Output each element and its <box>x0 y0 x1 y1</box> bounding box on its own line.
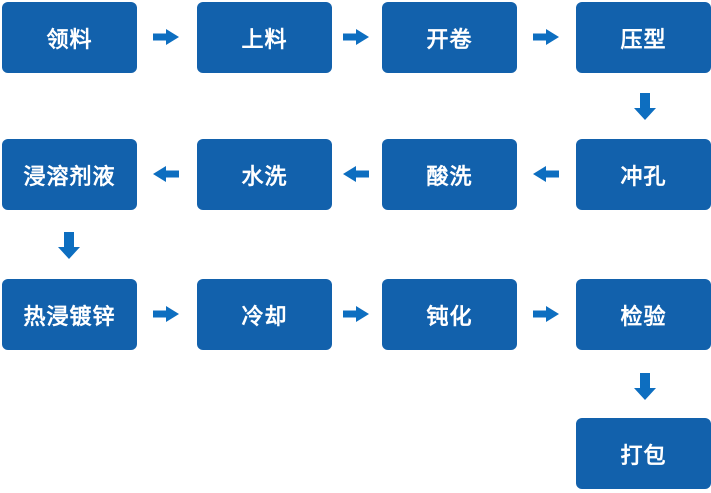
flow-step-packing: 打包 <box>576 418 711 489</box>
block-arrow-down-icon <box>634 373 656 400</box>
flow-step-label: 冲孔 <box>620 163 667 189</box>
flow-step-label: 钝化 <box>426 303 473 329</box>
block-arrow-left-icon <box>533 166 559 182</box>
flow-step-flux-dipping: 浸溶剂液 <box>2 139 137 210</box>
flow-step-label: 打包 <box>620 442 667 468</box>
flow-step-label: 上料 <box>241 26 288 52</box>
flow-step-loading: 上料 <box>197 2 332 73</box>
flow-step-label: 开卷 <box>426 26 473 52</box>
flow-step-hot-dip-galvanizing: 热浸镀锌 <box>2 279 137 350</box>
block-arrow-left-icon <box>153 166 179 182</box>
block-arrow-left-icon <box>343 166 369 182</box>
flow-step-label: 压型 <box>620 26 667 52</box>
block-arrow-right-icon <box>343 29 369 45</box>
flow-step-press-forming: 压型 <box>576 2 711 73</box>
block-arrow-right-icon <box>533 306 559 322</box>
flow-step-label: 水洗 <box>241 163 288 189</box>
flow-step-rinsing: 水洗 <box>197 139 332 210</box>
flow-step-label: 热浸镀锌 <box>23 303 116 329</box>
flow-step-label: 检验 <box>620 303 667 329</box>
block-arrow-down-icon <box>58 232 80 259</box>
flow-step-label: 冷却 <box>241 303 288 329</box>
flow-step-label: 酸洗 <box>426 163 473 189</box>
block-arrow-down-icon <box>634 93 656 120</box>
flow-step-label: 浸溶剂液 <box>23 163 116 189</box>
block-arrow-right-icon <box>533 29 559 45</box>
block-arrow-right-icon <box>153 306 179 322</box>
flow-step-inspection: 检验 <box>576 279 711 350</box>
flow-step-pickling: 酸洗 <box>382 139 517 210</box>
flow-step-uncoiling: 开卷 <box>382 2 517 73</box>
block-arrow-right-icon <box>153 29 179 45</box>
flow-step-label: 领料 <box>46 26 93 52</box>
block-arrow-right-icon <box>343 306 369 322</box>
flow-step-passivation: 钝化 <box>382 279 517 350</box>
flow-step-cooling: 冷却 <box>197 279 332 350</box>
flow-step-material-requisition: 领料 <box>2 2 137 73</box>
flow-step-punching: 冲孔 <box>576 139 711 210</box>
